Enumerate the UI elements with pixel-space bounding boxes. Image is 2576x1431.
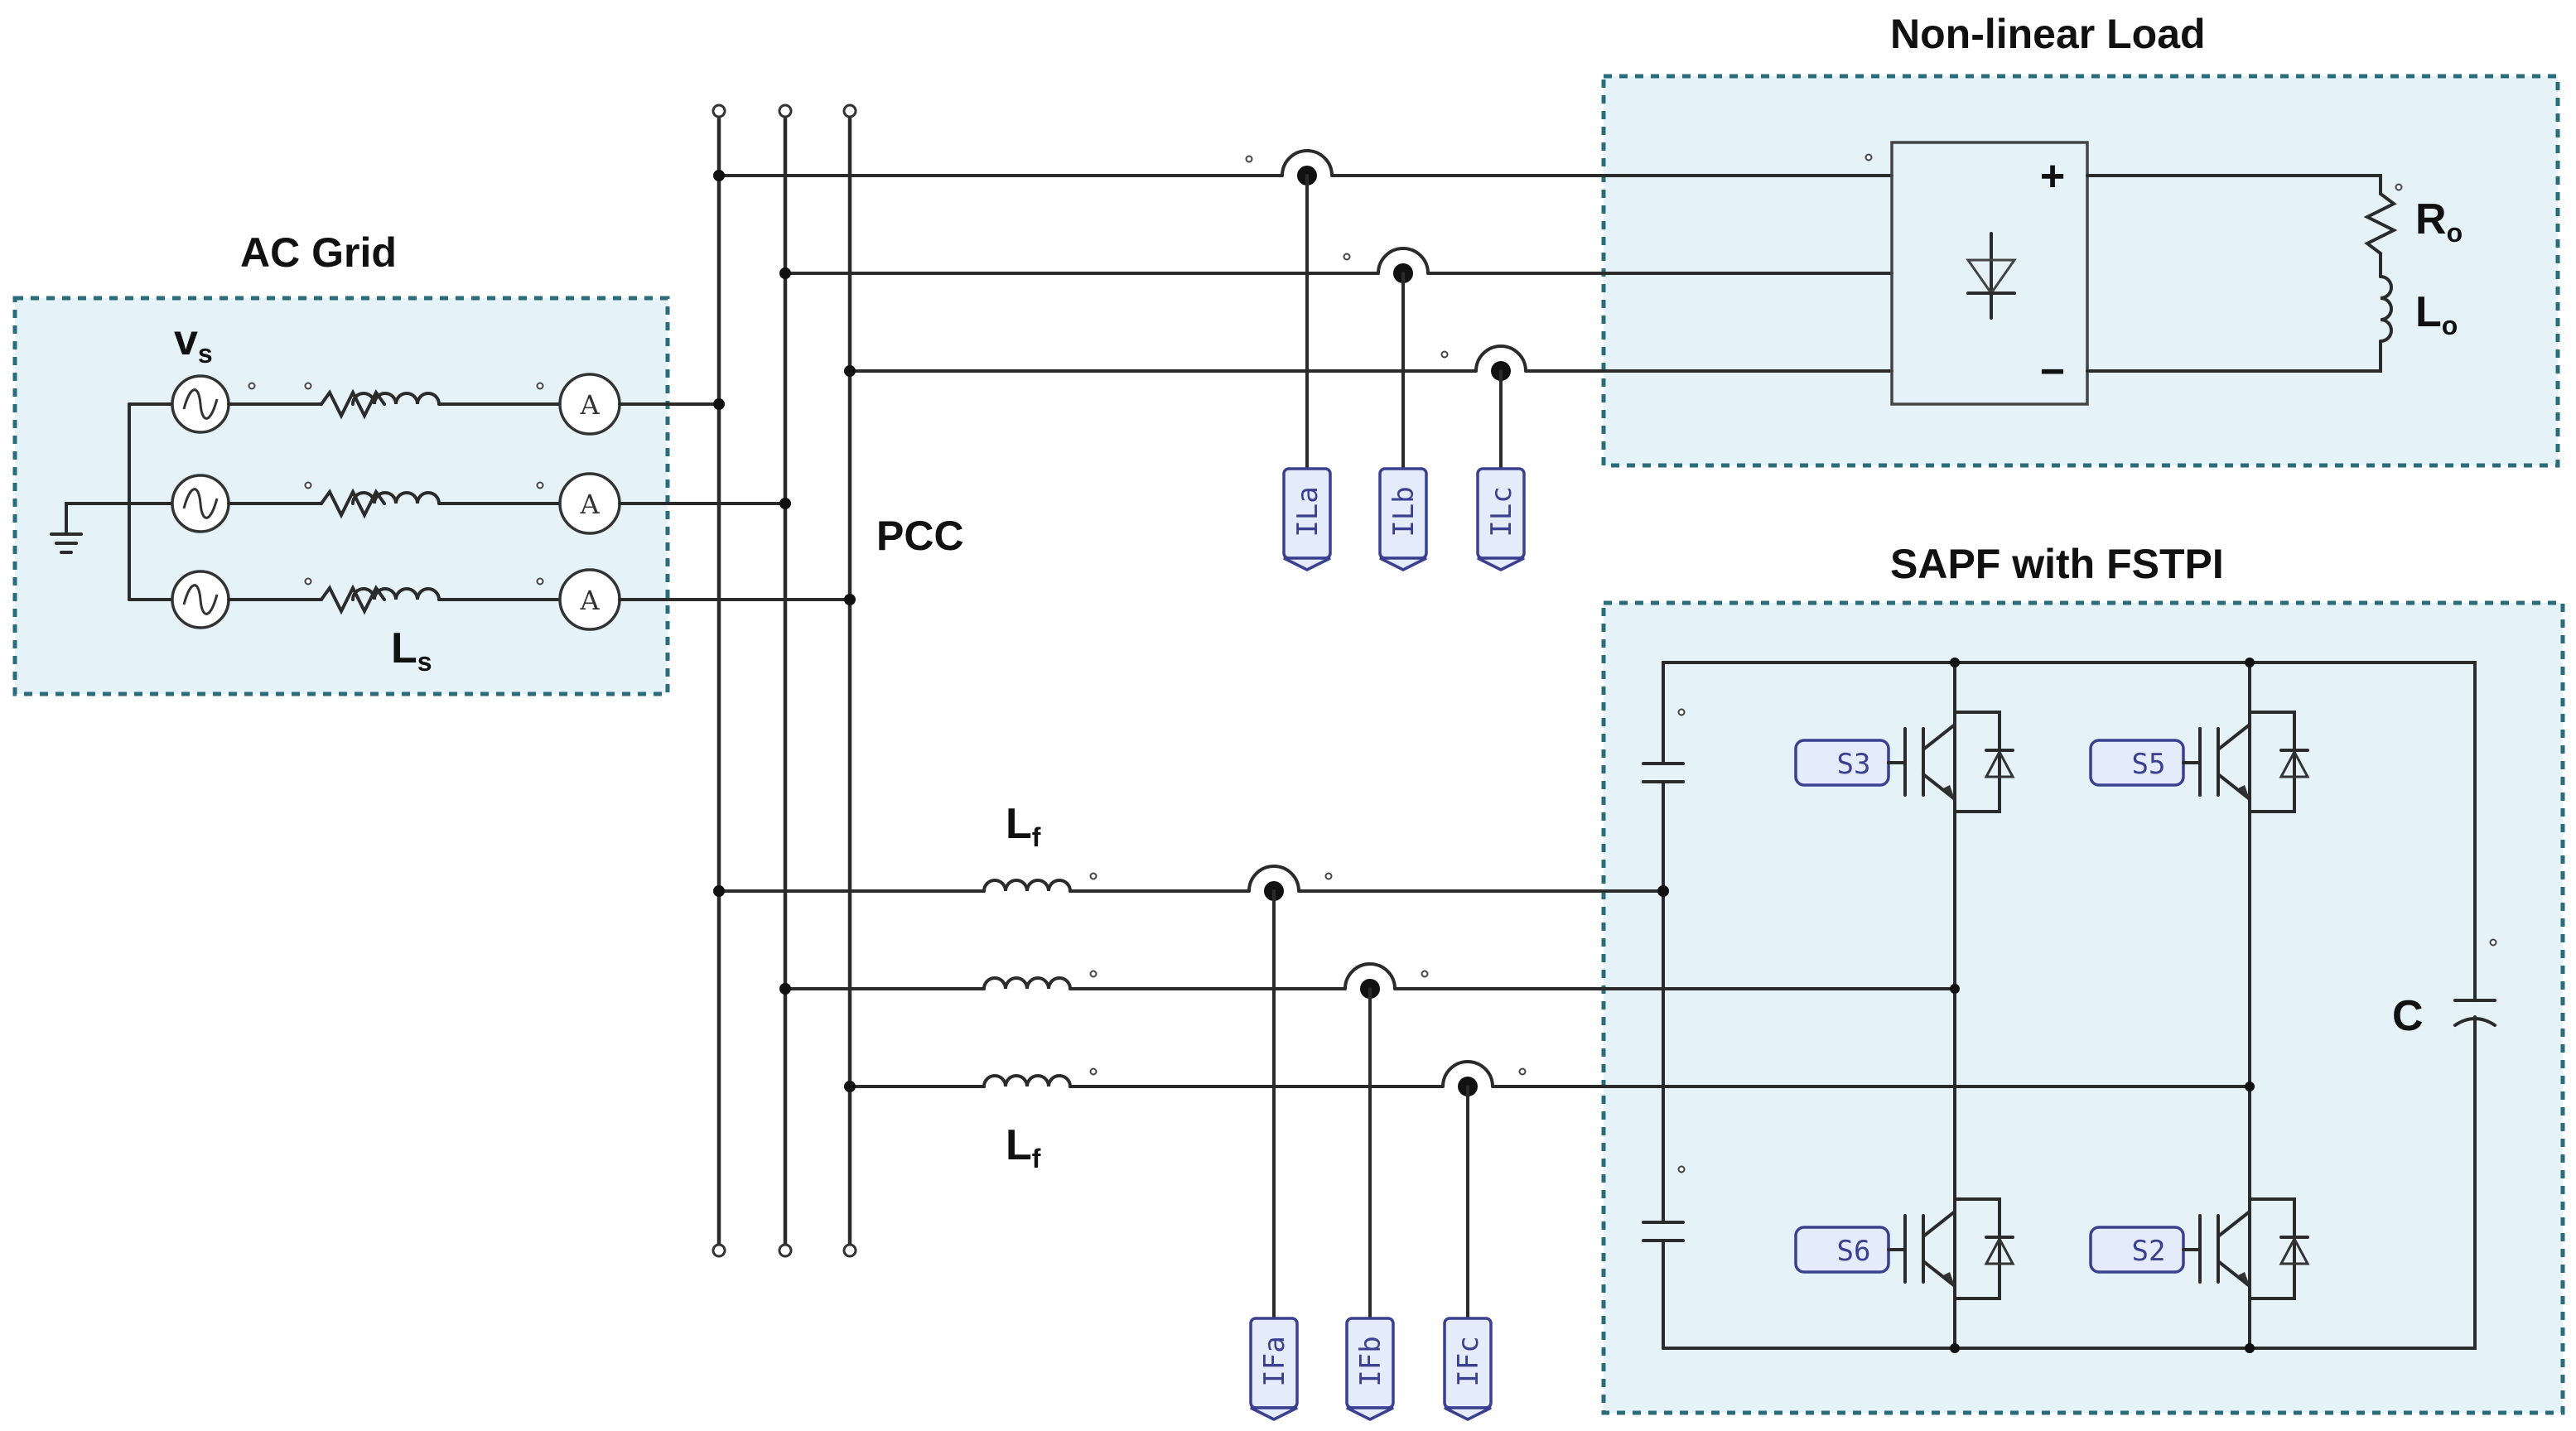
- filter-probe-b: IFb: [1345, 1317, 1395, 1421]
- probe-ifb-label: IFb: [1354, 1336, 1387, 1386]
- switch-tag-s3: S3: [1794, 739, 1907, 787]
- pcc-label: PCC: [876, 513, 964, 559]
- filter-feeders: [713, 865, 2251, 1323]
- sapf-title: SAPF with FSTPI: [1890, 541, 2224, 587]
- filter-probe-a: IFa: [1249, 1317, 1299, 1421]
- ac-grid-circuit: A A A: [50, 373, 856, 631]
- lf-bottom-label: Lf: [1006, 1121, 1041, 1173]
- rectifier-minus: −: [2040, 348, 2065, 396]
- ac-grid-title: AC Grid: [240, 229, 397, 276]
- probe-ila-label: ILa: [1291, 486, 1324, 537]
- grid-phase-b: [171, 472, 787, 535]
- pcc-buses: [712, 104, 857, 1258]
- probe-ilb-label: ILb: [1387, 486, 1421, 537]
- vs-label: vs: [174, 316, 213, 369]
- switch-s6-label: S6: [1837, 1235, 1871, 1268]
- probe-ilc-label: ILc: [1485, 486, 1518, 537]
- load-probe-a: ILa: [1282, 467, 1332, 571]
- probe-ifc-label: IFc: [1452, 1336, 1485, 1386]
- non-linear-load-title: Non-linear Load: [1890, 11, 2206, 57]
- ammeter-a-label: A: [579, 389, 600, 421]
- switch-s2-label: S2: [2132, 1235, 2166, 1268]
- ammeter-c-label: A: [579, 585, 600, 616]
- rectifier: [1864, 141, 2089, 406]
- switch-tag-s5: S5: [2089, 739, 2202, 787]
- filter-inductor-b: [982, 976, 1072, 990]
- ro-label: Ro: [2415, 195, 2463, 248]
- non-linear-load-box: [1601, 74, 2560, 468]
- lf-top-label: Lf: [1006, 800, 1041, 852]
- grid-phase-c: [171, 568, 851, 631]
- filter-inductor-c: [982, 1074, 1072, 1088]
- filter-probe-c: IFc: [1443, 1317, 1493, 1421]
- load-probe-b: ILb: [1378, 467, 1428, 571]
- dc-capacitor-label: C: [2392, 992, 2424, 1040]
- lo-label: Lo: [2415, 288, 2458, 340]
- ac-source-b: [171, 474, 230, 533]
- load-rl-branch: [2086, 174, 2403, 373]
- ammeter-b-label: A: [579, 489, 600, 520]
- switch-tag-s6: S6: [1794, 1226, 1907, 1274]
- load-probe-c: ILc: [1476, 467, 1526, 571]
- switch-tag-s2: S2: [2089, 1226, 2202, 1274]
- sapf-circuit: [1642, 658, 2497, 1353]
- switch-s3-label: S3: [1837, 748, 1871, 781]
- ls-label: Ls: [391, 624, 432, 677]
- load-feeders: [713, 149, 1893, 474]
- ac-source-c: [171, 570, 230, 629]
- switch-s5-label: S5: [2132, 748, 2166, 781]
- ac-grid-box: [12, 296, 670, 696]
- ac-source-a: [171, 374, 230, 434]
- sapf-box: [1601, 600, 2565, 1415]
- rectifier-plus: +: [2040, 152, 2065, 200]
- filter-inductor-a: [982, 879, 1072, 893]
- probe-ifa-label: IFa: [1258, 1336, 1291, 1386]
- grid-phase-a: [171, 373, 721, 436]
